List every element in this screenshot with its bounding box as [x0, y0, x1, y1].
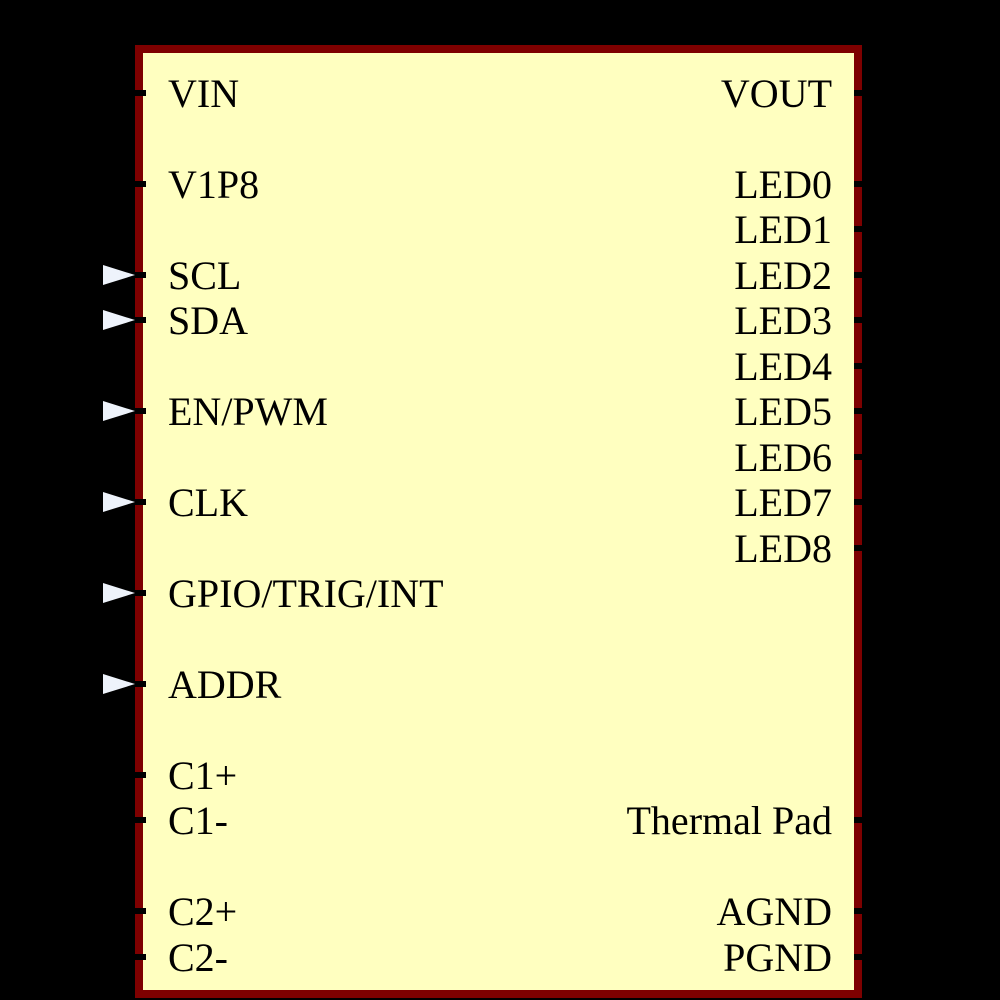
pin-tick [124, 499, 146, 505]
pin-tick [124, 681, 146, 687]
pin-label-c1: C1+ [168, 752, 238, 798]
pin-tick [854, 499, 876, 505]
pin-label-clk: CLK [168, 479, 248, 525]
pin-label-sda: SDA [168, 297, 249, 343]
pin-label-vout: VOUT [720, 70, 832, 116]
pin-tick [854, 226, 876, 232]
pin-tick [854, 908, 876, 914]
pin-label-led4: LED4 [734, 343, 832, 389]
pin-tick [124, 181, 146, 187]
pin-tick [854, 317, 876, 323]
pin-label-pgnd: PGND [723, 934, 832, 980]
pin-tick [854, 363, 876, 369]
pin-tick [854, 817, 876, 823]
pin-tick [854, 272, 876, 278]
pin-tick [124, 317, 146, 323]
pin-label-c2: C2+ [168, 888, 238, 934]
pin-label-v1p8: V1P8 [168, 161, 260, 207]
pin-tick [124, 408, 146, 414]
pin-label-gpio-trig-int: GPIO/TRIG/INT [168, 570, 444, 616]
pin-label-thermal-pad: Thermal Pad [626, 797, 833, 843]
pin-label-led2: LED2 [734, 252, 832, 298]
pin-tick [854, 454, 876, 460]
input-arrow-icon [103, 310, 135, 330]
pin-label-en-pwm: EN/PWM [168, 388, 328, 434]
pin-label-led7: LED7 [734, 479, 832, 525]
pin-tick [124, 908, 146, 914]
pin-tick [854, 545, 876, 551]
input-arrow-icon [103, 401, 135, 421]
pin-label-c2: C2- [168, 934, 228, 980]
input-arrow-icon [103, 674, 135, 694]
input-arrow-icon [103, 265, 135, 285]
pin-label-vin: VIN [168, 70, 240, 116]
pin-tick [124, 90, 146, 96]
pin-label-led3: LED3 [734, 297, 832, 343]
pin-label-led8: LED8 [734, 525, 832, 571]
pin-tick [124, 590, 146, 596]
pin-label-led1: LED1 [734, 206, 832, 252]
pin-tick [124, 272, 146, 278]
pin-tick [854, 408, 876, 414]
pin-tick [854, 90, 876, 96]
pin-label-led5: LED5 [734, 388, 832, 434]
pin-tick [854, 954, 876, 960]
input-arrow-icon [103, 492, 135, 512]
pin-tick [124, 954, 146, 960]
ic-body [135, 45, 862, 998]
pin-label-addr: ADDR [168, 661, 282, 707]
pin-label-c1: C1- [168, 797, 228, 843]
pin-label-scl: SCL [168, 252, 242, 298]
pin-tick [124, 772, 146, 778]
pin-tick [854, 181, 876, 187]
input-arrow-icon [103, 583, 135, 603]
pin-label-led0: LED0 [734, 161, 832, 207]
pin-label-agnd: AGND [716, 888, 832, 934]
pin-label-led6: LED6 [734, 434, 832, 480]
pin-tick [124, 817, 146, 823]
